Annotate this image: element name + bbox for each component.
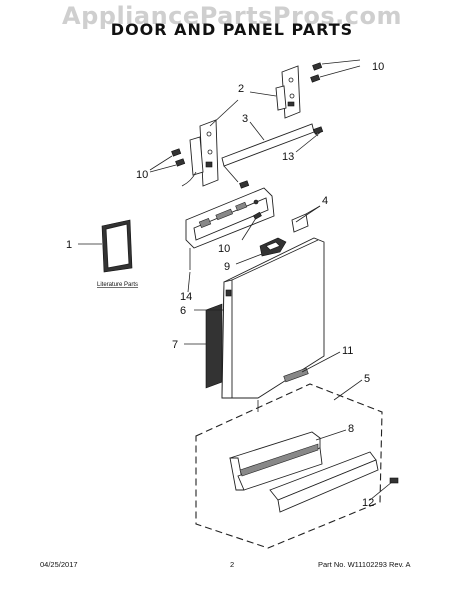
callout-2: 2 (238, 83, 244, 95)
leader-lines (78, 91, 393, 501)
callout-9: 9 (224, 261, 230, 273)
door-panel (221, 237, 325, 399)
hinge-bracket-left (181, 119, 219, 187)
kick-plate (269, 451, 399, 513)
callout-4: 4 (322, 195, 328, 207)
callout-12: 12 (362, 497, 374, 509)
callout-6: 6 (180, 305, 186, 317)
screws-left (149, 148, 186, 173)
footer-page-number: 2 (230, 560, 235, 569)
screws-13 (239, 126, 324, 189)
toe-panel (229, 431, 323, 491)
callout-10-top: 10 (372, 61, 384, 73)
literature-label: Literature Parts (97, 282, 138, 288)
callout-7: 7 (172, 339, 178, 351)
callout-3: 3 (242, 113, 248, 125)
callout-1: 1 (66, 239, 72, 251)
callout-8: 8 (348, 423, 354, 435)
hinge-bracket-right (275, 65, 301, 119)
callout-11: 11 (342, 345, 353, 357)
callout-5: 5 (364, 373, 370, 385)
clip-part-4 (291, 205, 321, 233)
literature-booklet (101, 219, 133, 273)
page-title: DOOR AND PANEL PARTS (110, 20, 354, 39)
footer-date: 04/25/2017 (40, 560, 78, 569)
callout-10-mid: 10 (218, 243, 230, 255)
door-bar (221, 123, 319, 183)
callout-13: 13 (282, 151, 294, 163)
watermark-text: AppliancePartsPros.com (62, 2, 402, 30)
screw-console (252, 211, 262, 220)
control-console (185, 187, 275, 270)
door-gasket (205, 303, 223, 389)
footer-part-number: Part No. W11102293 Rev. A (318, 560, 411, 569)
screws-right (310, 59, 361, 83)
kit-dashed-boundary (195, 383, 383, 549)
callout-10-left: 10 (136, 169, 148, 181)
callout-14: 14 (180, 291, 192, 303)
door-latch (259, 237, 287, 257)
